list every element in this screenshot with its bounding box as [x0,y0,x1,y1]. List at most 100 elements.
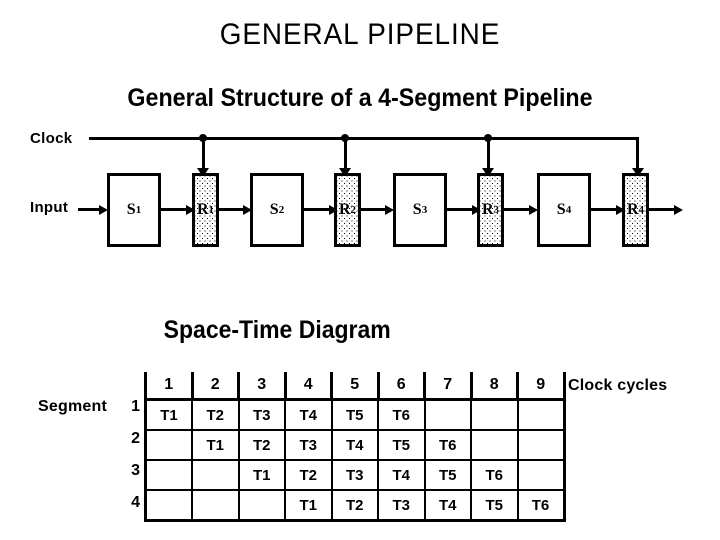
cell-r3c5: T3 [330,459,379,491]
link-s2-r2 [304,208,331,211]
clock-label: Clock [30,130,73,147]
clock-arrowhead-r3 [482,168,494,177]
link-s4-r4-arrowhead [616,204,625,215]
segment-box-s1-index: 1 [135,204,142,216]
output-signal-line [649,208,677,211]
link-s3-r3 [447,208,474,211]
cell-r4c6: T3 [377,489,426,522]
column-header-4: 4 [285,372,333,400]
cell-r1c3: T3 [237,398,286,431]
cell-r1c7 [423,398,472,431]
cell-r1c8 [470,398,519,431]
table-row: T1 T2 T3 T4 T5 T6 [144,489,566,522]
cell-r1c4: T4 [284,398,333,431]
cell-r4c2 [191,489,240,522]
clock-drop-r3 [486,137,490,173]
cell-r4c5: T2 [330,489,379,522]
clock-bus-line [89,137,639,140]
register-box-r3-index: 3 [493,204,500,216]
clock-drop-r2 [343,137,347,173]
cell-r3c8: T6 [470,459,519,491]
cell-r3c6: T4 [377,459,426,491]
cell-r2c1 [144,429,193,461]
cell-r2c7: T6 [423,429,472,461]
page-title: GENERAL PIPELINE [219,18,501,51]
cell-r1c2: T2 [191,398,240,431]
space-time-diagram-title: Space-Time Diagram [163,316,391,344]
cell-r1c9 [516,398,566,431]
cell-r4c7: T4 [423,489,472,522]
cell-r2c6: T5 [377,429,426,461]
link-r2-s3 [361,208,389,211]
row-header-3: 3 [131,462,140,479]
link-s1-r1 [161,208,188,211]
link-r1-s2-arrowhead [243,204,252,215]
cell-r3c1 [144,459,193,491]
cell-r2c2: T1 [191,429,240,461]
cell-r3c4: T2 [284,459,333,491]
clock-arrowhead-r1 [197,168,209,177]
column-header-7: 7 [424,372,473,400]
table-row: T1 T2 T3 T4 T5 T6 [144,398,566,431]
segment-axis-label: Segment [38,398,107,415]
register-box-r2-index: 2 [350,204,357,216]
space-time-table-wrapper: 1 2 3 4 5 6 7 8 9 T1 T2 T3 [144,372,566,522]
cell-r4c9: T6 [516,489,566,522]
space-time-table: 1 2 3 4 5 6 7 8 9 T1 T2 T3 [144,372,566,522]
segment-box-s4-index: 4 [565,204,572,216]
link-s2-r2-arrowhead [329,204,338,215]
cell-r1c6: T6 [377,398,426,431]
register-box-r1-index: 1 [208,204,215,216]
segment-box-s2-index: 2 [278,204,285,216]
clock-bus-right-turn [636,137,639,173]
column-header-5: 5 [331,372,380,400]
cell-r3c7: T5 [423,459,472,491]
column-header-8: 8 [471,372,519,400]
column-header-2: 2 [192,372,240,400]
cell-r2c3: T2 [237,429,286,461]
row-header-1: 1 [131,398,140,415]
link-r3-s4 [504,208,533,211]
clock-arrowhead-r4 [631,168,644,177]
input-label: Input [30,199,69,216]
segment-box-s3-index: 3 [421,204,428,216]
cell-r1c5: T5 [330,398,379,431]
output-arrowhead [674,204,683,215]
cell-r4c3 [237,489,286,522]
clock-arrowhead-r2 [339,168,351,177]
link-r3-s4-arrowhead [529,204,538,215]
cell-r2c8 [470,429,519,461]
column-header-1: 1 [144,372,194,400]
input-signal-line [78,208,100,211]
cell-r2c5: T4 [330,429,379,461]
space-time-table-head: 1 2 3 4 5 6 7 8 9 [144,372,566,400]
cell-r3c3: T1 [237,459,286,491]
cell-r1c1: T1 [144,398,193,431]
table-header-row: 1 2 3 4 5 6 7 8 9 [144,372,566,400]
space-time-table-body: T1 T2 T3 T4 T5 T6 T1 T2 T3 [144,398,566,522]
column-header-9: 9 [517,372,566,400]
column-header-6: 6 [378,372,426,400]
link-s4-r4 [591,208,618,211]
cell-r4c4: T1 [284,489,333,522]
input-arrowhead [99,204,108,215]
cell-r4c1 [144,489,193,522]
cell-r4c8: T5 [470,489,519,522]
row-header-2: 2 [131,430,140,447]
clock-drop-r1 [201,137,205,173]
cell-r2c4: T3 [284,429,333,461]
